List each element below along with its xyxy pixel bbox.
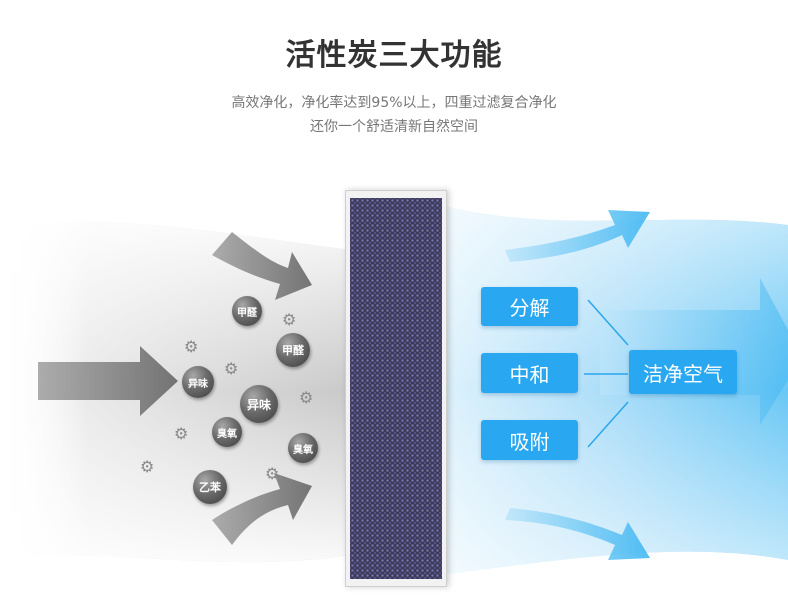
- gear-icon: ⚙: [265, 464, 280, 483]
- gear-icon: ⚙: [224, 359, 239, 378]
- pollutant-odor: 异味: [182, 366, 214, 398]
- gear-icon: ⚙: [174, 424, 189, 443]
- subtitle-line-2: 还你一个舒适清新自然空间: [310, 119, 478, 135]
- subtitle-line-1: 高效净化，净化率达到95%以上，四重过滤复合净化: [231, 95, 557, 111]
- gear-icon: ⚙: [184, 337, 199, 356]
- gear-icon: ⚙: [140, 457, 155, 476]
- pollutant-ozone: 臭氧: [288, 433, 318, 463]
- carbon-filter-mesh: [350, 198, 442, 579]
- pollutant-ethylbenzene: 乙苯: [193, 470, 227, 504]
- pollutant-formaldehyde: 甲醛: [232, 296, 262, 326]
- function-adsorb: 吸附: [481, 420, 578, 460]
- function-neutralize: 中和: [481, 353, 578, 393]
- gear-icon: ⚙: [299, 388, 314, 407]
- pollutant-formaldehyde: 甲醛: [276, 333, 310, 367]
- pollutant-odor: 异味: [240, 385, 278, 423]
- gear-icon: ⚙: [282, 310, 297, 329]
- function-decompose: 分解: [481, 287, 578, 326]
- pollutant-ozone: 臭氧: [212, 417, 242, 447]
- result-clean-air: 洁净空气: [629, 350, 737, 394]
- page-title: 活性炭三大功能: [285, 38, 503, 73]
- carbon-filter: [345, 190, 447, 587]
- arrow-icon: [38, 232, 312, 545]
- connector-lines: [584, 299, 629, 448]
